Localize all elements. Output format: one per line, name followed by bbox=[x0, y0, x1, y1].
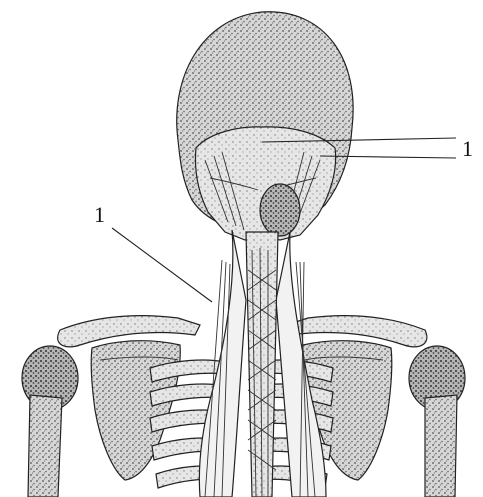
humerus-left bbox=[22, 346, 78, 497]
humerus-right bbox=[409, 346, 465, 497]
leader-line-left bbox=[112, 228, 212, 302]
callout-label-left: 1 bbox=[94, 202, 105, 227]
scapula-left bbox=[91, 341, 180, 480]
skull bbox=[177, 12, 353, 240]
callout-label-top: 1 bbox=[462, 136, 473, 161]
